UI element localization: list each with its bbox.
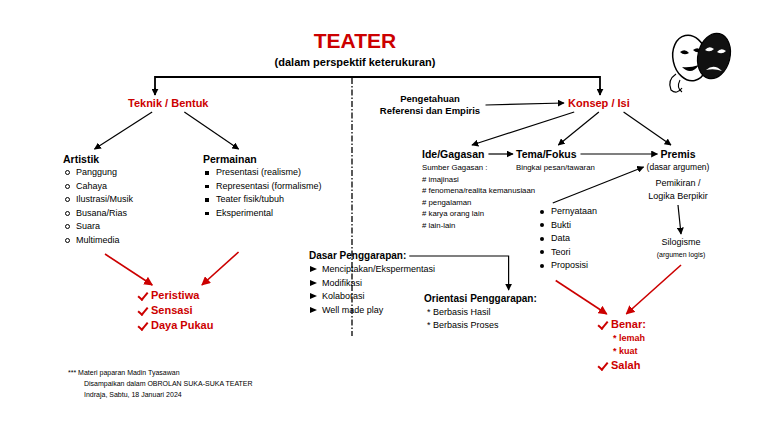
node-item: * kuat bbox=[597, 345, 638, 358]
bracket-arrow bbox=[599, 88, 601, 95]
node-item: Proposisi bbox=[538, 259, 588, 273]
node-item: Multimedia bbox=[63, 234, 120, 248]
node-heading: Benar: bbox=[597, 317, 646, 332]
node-heading: Tema/Fokus bbox=[516, 147, 577, 161]
node-item: Pemikiran / Logika Berpikir bbox=[645, 177, 711, 203]
node-item: (argumen logis) bbox=[657, 250, 706, 260]
mask-ribbon bbox=[678, 80, 682, 92]
mask-eye bbox=[705, 47, 714, 51]
node-item: (dasar argumen) bbox=[647, 161, 710, 173]
text-node: Premis(dasar argumen) Pemikiran / Logika … bbox=[645, 147, 711, 203]
node-item: * lemah bbox=[597, 332, 645, 345]
mask-eye bbox=[717, 49, 726, 53]
text-node: PermainanPresentasi (realisme)Representa… bbox=[203, 152, 322, 220]
text-node: Teknik / Bentuk bbox=[128, 96, 208, 110]
node-item: Busana/Rias bbox=[63, 207, 127, 221]
node-item: Suara bbox=[63, 220, 100, 234]
node-item: Bingkai pesan/tawaran bbox=[516, 162, 595, 174]
node-item: Salah bbox=[597, 358, 640, 373]
mask-mouth bbox=[706, 67, 722, 71]
node-item: # pengalaman bbox=[422, 197, 471, 209]
mask-eye bbox=[693, 48, 702, 52]
node-item: # lain-lain bbox=[422, 220, 455, 232]
text-node: PernyataanBuktiDataTeoriProposisi bbox=[538, 205, 597, 273]
connector-arrow bbox=[626, 265, 681, 314]
node-item: Eksperimental bbox=[203, 207, 273, 221]
tragedy-mask bbox=[693, 30, 735, 82]
node-heading: Peristiwa bbox=[137, 288, 199, 303]
node-item: Teater fisik/tubuh bbox=[203, 193, 284, 207]
node-heading: Pernyataan bbox=[538, 205, 597, 219]
connector-arrow bbox=[624, 112, 671, 145]
top-bracket bbox=[155, 77, 600, 94]
node-item: Cahaya bbox=[63, 180, 107, 194]
connector-arrow bbox=[488, 153, 513, 154]
footnote: Indraja, Sabtu, 18 Januari 2024 bbox=[84, 390, 182, 400]
node-item: Bukti bbox=[538, 219, 571, 233]
comedy-mask bbox=[669, 32, 712, 84]
connector-arrow bbox=[95, 112, 153, 149]
text-node: Pengetahuan Referensi dan Empiris bbox=[379, 93, 482, 117]
text-node: PeristiwaSensasiDaya Pukau bbox=[137, 288, 213, 333]
node-heading: Konsep / Isi bbox=[568, 96, 630, 110]
node-item: * Berbasis Proses bbox=[424, 319, 499, 332]
footnote: *** Materi paparan Madin Tyasawan bbox=[68, 368, 180, 378]
node-item: * Berbasis Hasil bbox=[424, 306, 491, 319]
bracket-arrow bbox=[154, 88, 156, 95]
footnote: Disampaikan dalam OBROLAN SUKA-SUKA TEAT… bbox=[84, 379, 253, 389]
connector-arrow bbox=[678, 205, 681, 234]
node-item: Menciptakan/Ekspermentasi bbox=[309, 263, 435, 277]
node-heading: Premis bbox=[660, 147, 695, 161]
subtitle: (dalam perspektif keterukuran) bbox=[275, 55, 436, 69]
node-heading: Permainan bbox=[203, 152, 257, 166]
node-item: Modifikasi bbox=[309, 277, 362, 291]
node-heading: Dasar Penggarapan: bbox=[309, 249, 406, 263]
node-item: Sensasi bbox=[137, 303, 193, 318]
diagram-title: TEATER bbox=[314, 29, 396, 53]
text-node: Orientasi Penggarapan:* Berbasis Hasil* … bbox=[424, 292, 537, 332]
node-item: # imajinasi bbox=[422, 174, 459, 186]
connector-arrow bbox=[105, 254, 152, 285]
text-node: Benar:* lemah* kuatSalah bbox=[597, 317, 646, 373]
node-heading: Artistik bbox=[63, 152, 99, 166]
mask-eye bbox=[680, 50, 689, 54]
node-item: Data bbox=[538, 232, 570, 246]
mask-mouth bbox=[682, 65, 699, 71]
node-heading: Orientasi Penggarapan: bbox=[424, 292, 537, 306]
node-item: Teori bbox=[538, 246, 571, 260]
text-node: ArtistikPanggungCahayaIlustrasi/MusikBus… bbox=[63, 152, 133, 247]
node-item: Ilustrasi/Musik bbox=[63, 193, 133, 207]
node-item: Daya Pukau bbox=[137, 318, 213, 333]
node-item: Sumber Gagasan : bbox=[422, 162, 487, 174]
node-heading: Pengetahuan Referensi dan Empiris bbox=[379, 93, 482, 117]
text-node: Konsep / Isi bbox=[568, 96, 630, 110]
connector-arrow bbox=[472, 112, 574, 145]
node-item: Kolaborasi bbox=[309, 290, 365, 304]
node-item: # karya orang lain bbox=[422, 208, 484, 220]
theater-masks bbox=[669, 30, 735, 92]
node-heading: Ide/Gagasan bbox=[422, 147, 484, 161]
connector-arrow bbox=[558, 112, 599, 145]
connector-arrow bbox=[556, 281, 607, 315]
node-item: # fenomena/realita kemanusiaan bbox=[422, 185, 535, 197]
node-heading: Teknik / Bentuk bbox=[128, 96, 208, 110]
mask-ribbon bbox=[670, 74, 682, 92]
node-heading: Silogisme bbox=[661, 236, 700, 249]
connector-arrow bbox=[581, 153, 658, 154]
node-item: Presentasi (realisme) bbox=[203, 166, 301, 180]
connector-arrow bbox=[202, 252, 239, 285]
node-item: Well made play bbox=[309, 304, 383, 318]
node-item: Panggung bbox=[63, 166, 117, 180]
connector-arrow bbox=[553, 167, 644, 203]
connector-arrow bbox=[486, 103, 565, 105]
text-node: Silogisme(argumen logis) bbox=[657, 236, 706, 260]
connector-arrow bbox=[184, 112, 238, 149]
node-item: Representasi (formalisme) bbox=[203, 180, 322, 194]
text-node: Dasar Penggarapan:Menciptakan/Eksperment… bbox=[309, 249, 435, 317]
text-node: Tema/FokusBingkai pesan/tawaran bbox=[516, 147, 595, 174]
